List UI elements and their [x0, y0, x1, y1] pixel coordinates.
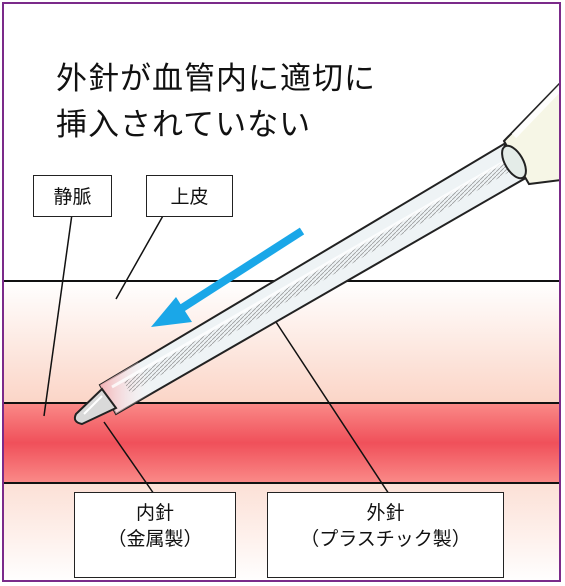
outer-needle [98, 142, 527, 416]
title-line-2: 挿入されていない [56, 107, 312, 143]
inner-needle-label: 内針 （金属製） [74, 492, 236, 578]
inner-needle-name: 内針 [135, 502, 174, 524]
catheter-illustration [4, 82, 559, 580]
arrow-down-left-icon [151, 227, 305, 327]
epidermis-label: 上皮 [146, 175, 233, 217]
inner-needle-tip [73, 387, 118, 426]
epidermis-leader-line [115, 213, 165, 300]
inner-needle-material: （金属製） [107, 528, 203, 550]
outer-needle-label: 外針 （プラスチック製） [267, 492, 504, 578]
outer-needle-leader-line [273, 318, 390, 495]
diagram-frame: 外針が血管内に適切に挿入されていない 静脈 上皮 内針 （金属製） 外針 （プラ… [2, 2, 561, 582]
inner-needle-leader-line [103, 421, 155, 495]
outer-needle-name: 外針 [366, 502, 405, 524]
outer-needle-material: （プラスチック製） [300, 528, 471, 550]
vein-label-text: 静脈 [53, 186, 92, 208]
page-title: 外針が血管内に適切に挿入されていない [56, 56, 376, 148]
title-line-1: 外針が血管内に適切に [56, 61, 376, 97]
vein-label: 静脈 [33, 175, 112, 217]
epidermis-label-text: 上皮 [170, 186, 209, 208]
vein-leader-line [43, 213, 73, 417]
